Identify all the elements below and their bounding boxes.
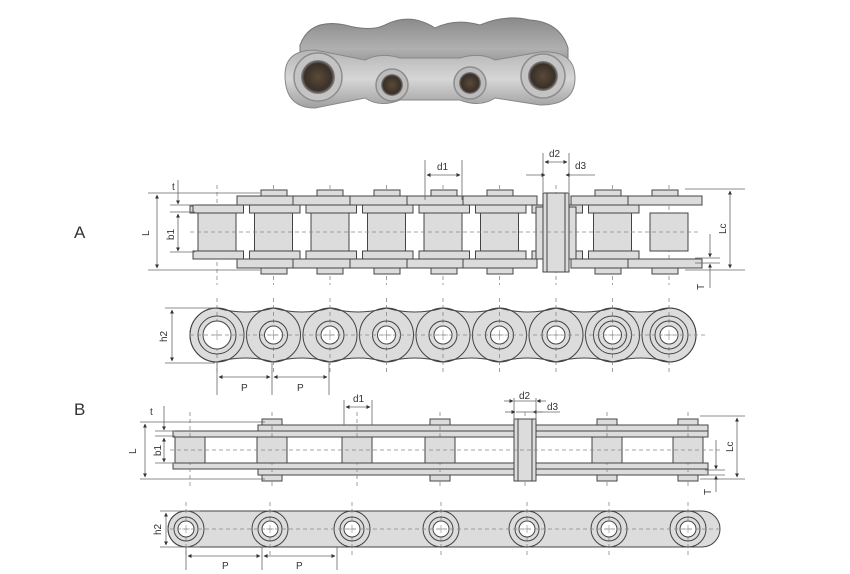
section-a-top-dimensions <box>148 153 745 288</box>
dim-T: T <box>696 284 707 290</box>
section-b-side-dimensions <box>160 510 338 570</box>
section-a-top-links <box>192 185 703 285</box>
dim-p: P <box>296 561 303 572</box>
dim-L: L <box>128 448 139 454</box>
section-a-side-dimensions <box>165 307 330 395</box>
dim-d1: d1 <box>353 394 365 405</box>
section-a-label: A <box>74 223 86 242</box>
dim-b1: b1 <box>153 444 164 456</box>
dim-t: t <box>150 407 153 418</box>
dim-Lc: Lc <box>725 441 736 452</box>
section-b-top-dimensions <box>140 398 745 492</box>
dim-p: P <box>241 383 248 394</box>
dim-t: t <box>172 182 175 193</box>
dim-p: P <box>297 383 304 394</box>
dim-b1: b1 <box>166 228 177 240</box>
dim-d2: d2 <box>549 149 561 160</box>
dim-Lc: Lc <box>718 223 729 234</box>
dim-L: L <box>141 230 152 236</box>
section-b-label: B <box>74 400 85 419</box>
dim-d3: d3 <box>575 161 587 172</box>
dim-d2: d2 <box>519 391 531 402</box>
dim-d1: d1 <box>437 162 449 173</box>
dim-p: P <box>222 561 229 572</box>
dim-d3: d3 <box>547 402 559 413</box>
dim-T: T <box>703 489 714 495</box>
dim-h2: h2 <box>153 523 164 535</box>
dim-h2: h2 <box>159 330 170 342</box>
chain-photo <box>284 17 576 109</box>
